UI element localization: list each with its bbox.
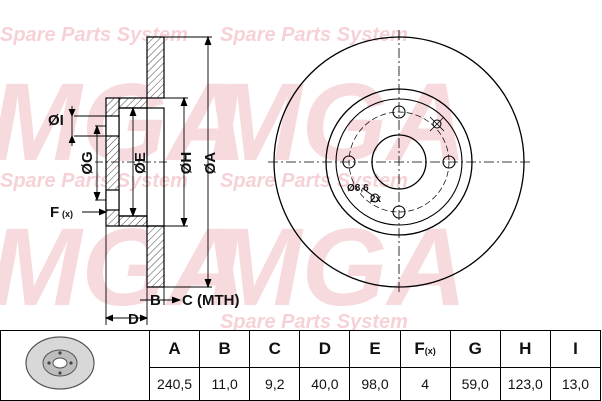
header-I: I <box>549 330 602 368</box>
header-E: E <box>349 330 401 368</box>
header-C: C <box>249 330 301 368</box>
watermark-brand-1: MGA <box>0 61 247 184</box>
label-H: ØH <box>178 152 195 175</box>
header-F: F <box>414 339 425 358</box>
label-D: D <box>128 311 139 328</box>
header-F-cell: F(x) <box>399 330 451 368</box>
watermark-tagline-2: Spare Parts System <box>220 24 408 46</box>
value-I: 13,0 <box>549 367 602 401</box>
watermark: Spare Parts System Spare Parts System Sp… <box>0 24 467 330</box>
watermark-tagline-4: Spare Parts System <box>220 170 408 192</box>
dimension-lines <box>68 35 212 325</box>
disc-section-view <box>95 36 168 288</box>
label-G: ØG <box>79 151 96 174</box>
header-D: D <box>299 330 351 368</box>
spec-value-row: 240,5 11,0 9,2 40,0 98,0 4 59,0 123,0 13… <box>1 367 602 401</box>
value-E: 98,0 <box>349 367 401 401</box>
watermark-brand-4: MGA <box>210 206 467 329</box>
hole-count-label: 2x <box>370 194 382 205</box>
label-I: ØI <box>48 112 64 129</box>
disc-thumbnail-cell <box>0 330 150 401</box>
value-B: 11,0 <box>199 367 251 401</box>
header-F-sub: (x) <box>424 346 436 356</box>
header-H: H <box>499 330 551 368</box>
header-B: B <box>199 330 251 368</box>
header-A: A <box>148 330 201 368</box>
spec-header-row: A B C D E F(x) G H I <box>0 330 602 401</box>
value-H: 123,0 <box>499 367 551 401</box>
disc-front-view <box>268 30 530 294</box>
label-B: B <box>150 292 161 309</box>
brake-disc-icon <box>25 336 95 390</box>
watermark-tagline-1: Spare Parts System <box>0 24 188 46</box>
value-G: 59,0 <box>449 367 501 401</box>
header-G: G <box>449 330 501 368</box>
label-E: ØE <box>132 152 149 174</box>
label-F-sub: (x) <box>62 209 73 219</box>
value-F: 4 <box>399 367 451 401</box>
brake-disc-drawing: Spare Parts System Spare Parts System Sp… <box>0 24 530 330</box>
spec-table: A B C D E F(x) G H I 240,5 11,0 9,2 40,0… <box>0 330 602 401</box>
label-C: C (MTH) <box>182 292 239 309</box>
label-F: F <box>50 204 59 221</box>
watermark-brand-2: MGA <box>210 61 467 184</box>
label-A: ØA <box>202 152 219 175</box>
value-D: 40,0 <box>299 367 351 401</box>
hole-diameter-label: Ø8,6 <box>347 183 369 194</box>
watermark-tagline-5: Spare Parts System <box>220 311 408 330</box>
value-C: 9,2 <box>249 367 301 401</box>
dimension-labels: ØA ØH ØE ØG ØI F (x) B C (MTH) D <box>48 112 239 328</box>
value-A: 240,5 <box>148 367 201 401</box>
watermark-tagline-3: Spare Parts System <box>0 170 188 192</box>
